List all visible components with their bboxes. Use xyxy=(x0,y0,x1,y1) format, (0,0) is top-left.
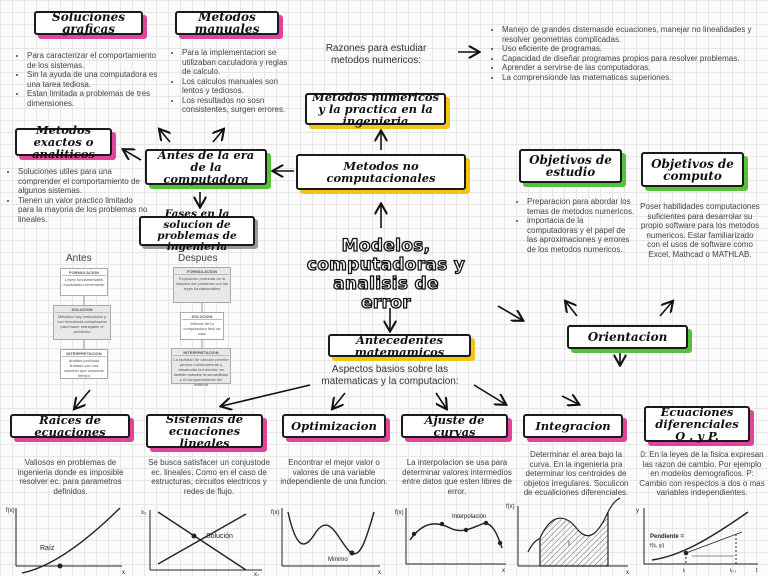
ajuste-graph-x: x xyxy=(502,568,505,574)
ecuaciones-dif-graph-t2: tᵢ₊₁ xyxy=(730,568,737,574)
list-item: La comprensionde las matematicas superio… xyxy=(502,73,765,83)
list-item: Uso eficiente de programas. xyxy=(502,44,765,54)
raices-text: Valiosos en problemas de ingenieria dond… xyxy=(17,458,124,496)
ecuaciones-dif-graph-y: y xyxy=(636,508,639,514)
metodos-manuales-title: Metodos manuales xyxy=(175,11,279,35)
antes-era-title: Antes de la era de la computadora xyxy=(145,149,267,185)
list-item: Soluciones utiles para una comprender el… xyxy=(18,167,148,196)
flow-antes-label: Antes xyxy=(66,253,92,264)
soluciones-graficas-title: Soluciones graficas xyxy=(34,11,143,35)
list-item: Sin la ayuda de una computadora es una t… xyxy=(27,70,160,89)
metodos-exactos-list: Soluciones utiles para una comprender el… xyxy=(6,167,148,224)
ecuaciones-dif-graph-label: Pendiente = xyxy=(650,534,684,540)
sistemas-graph-y: x₂ xyxy=(141,510,147,516)
sistemas-graph-x: x₁ xyxy=(254,572,259,576)
ecuaciones-dif-graph-x: t xyxy=(756,568,758,574)
ajuste-graph-y: f(x) xyxy=(395,510,404,516)
ajuste-graph-label: Interpolación xyxy=(452,514,486,520)
list-item: Preparacion para abordar los temas de me… xyxy=(527,197,635,216)
razones-list: Manejo de grandes distemasde ecuaciones,… xyxy=(490,25,765,82)
objetivos-computo-text: Poser habilidades computaciones suficien… xyxy=(640,202,760,259)
list-item: Para la implementacion se utilizaban cac… xyxy=(182,48,296,77)
raices-graph-y: f(x) xyxy=(6,508,15,514)
razones-text: Razones para estudiar metodos numericos: xyxy=(325,43,427,66)
sistemas-graph-label: Solución xyxy=(206,533,233,540)
optimizacion-text: Encontrar el mejor valor o valores de un… xyxy=(280,458,388,486)
list-item: importacia de la computadoras y el papel… xyxy=(527,216,635,254)
integracion-graph-y: f(x) xyxy=(506,504,515,510)
integracion-graph-label: I xyxy=(568,541,570,548)
list-item: Para caracterizar el comportamiento de l… xyxy=(27,51,160,70)
soluciones-graficas-list: Para caracterizar el comportamiento de l… xyxy=(15,51,160,108)
list-item: Los calculos manuales son lentos y tedio… xyxy=(182,77,296,96)
metodos-no-computacionales-title: Metodos no computacionales xyxy=(296,154,466,190)
optimizacion-graph-x: x xyxy=(378,570,381,576)
orientacion-title: Orientacion xyxy=(567,325,688,349)
objetivos-estudio-title: Objetivos de estudio xyxy=(519,149,622,183)
raices-title: Raices de ecuaciones xyxy=(10,414,130,438)
raices-graph-label: Raíz xyxy=(40,545,55,552)
objetivos-computo-title: Objetivos de computo xyxy=(641,152,744,187)
optimizacion-graph-y: f(x) xyxy=(271,510,280,516)
ajuste-title: Ajuste de curvas xyxy=(401,414,508,438)
list-item: Aprender a servirse de las computadoras. xyxy=(502,63,765,73)
raices-graph-x: x xyxy=(122,570,125,576)
ecuaciones-dif-text: 0: En la leyes de la fisica expresan las… xyxy=(639,450,765,497)
metodos-manuales-list: Para la implementacion se utilizaban cac… xyxy=(170,48,296,115)
objetivos-estudio-list: Preparacion para abordar los temas de me… xyxy=(515,197,635,254)
fases-title: Fases en la solucion de problemas de ing… xyxy=(139,209,255,253)
metodos-exactos-title: Metodos exactos o analiticos xyxy=(15,124,112,160)
optimizacion-graph-label: Mínimo xyxy=(328,557,348,563)
list-item: Estan limitada a problemas de tres dimen… xyxy=(27,89,160,108)
ajuste-text: La interpolacion se usa para determinar … xyxy=(402,458,512,496)
metodos-ingenieria-title: Metodos numericos y la practica en la in… xyxy=(305,91,446,127)
antecedentes-title: Antecedentes matemamicos xyxy=(328,334,471,358)
sistemas-title: Sistemas de ecuaciones lineales xyxy=(146,413,263,449)
integracion-graph-x: x xyxy=(626,570,629,576)
ecuaciones-dif-graph-t1: tᵢ xyxy=(683,568,685,574)
flow-despues-label: Despues xyxy=(178,253,218,264)
sistemas-text: Se busca satisfacer un conjustode ec. li… xyxy=(148,458,270,496)
antecedentes-text: Aspectos basios sobre las matematicas y … xyxy=(321,364,459,387)
center-title: Modelos, computadoras y analisis de erro… xyxy=(306,236,466,313)
list-item: Manejo de grandes distemasde ecuaciones,… xyxy=(502,25,765,44)
list-item: Capacidad de diseñar programas propios p… xyxy=(502,54,765,64)
ecuaciones-dif-graph-expr: f(tᵢ, yᵢ) xyxy=(650,543,664,549)
ecuaciones-dif-title: Ecuaciones diferenciales O . y P. xyxy=(644,406,750,442)
optimizacion-title: Optimizacion xyxy=(282,414,386,438)
integracion-title: Integracion xyxy=(523,414,623,438)
integracion-text: Determinar el area bajo la curva. En la … xyxy=(523,450,629,497)
list-item: Tienen un valor practico limitado para l… xyxy=(18,196,148,225)
list-item: Los resultados no sosn consistentes, sur… xyxy=(182,96,296,115)
